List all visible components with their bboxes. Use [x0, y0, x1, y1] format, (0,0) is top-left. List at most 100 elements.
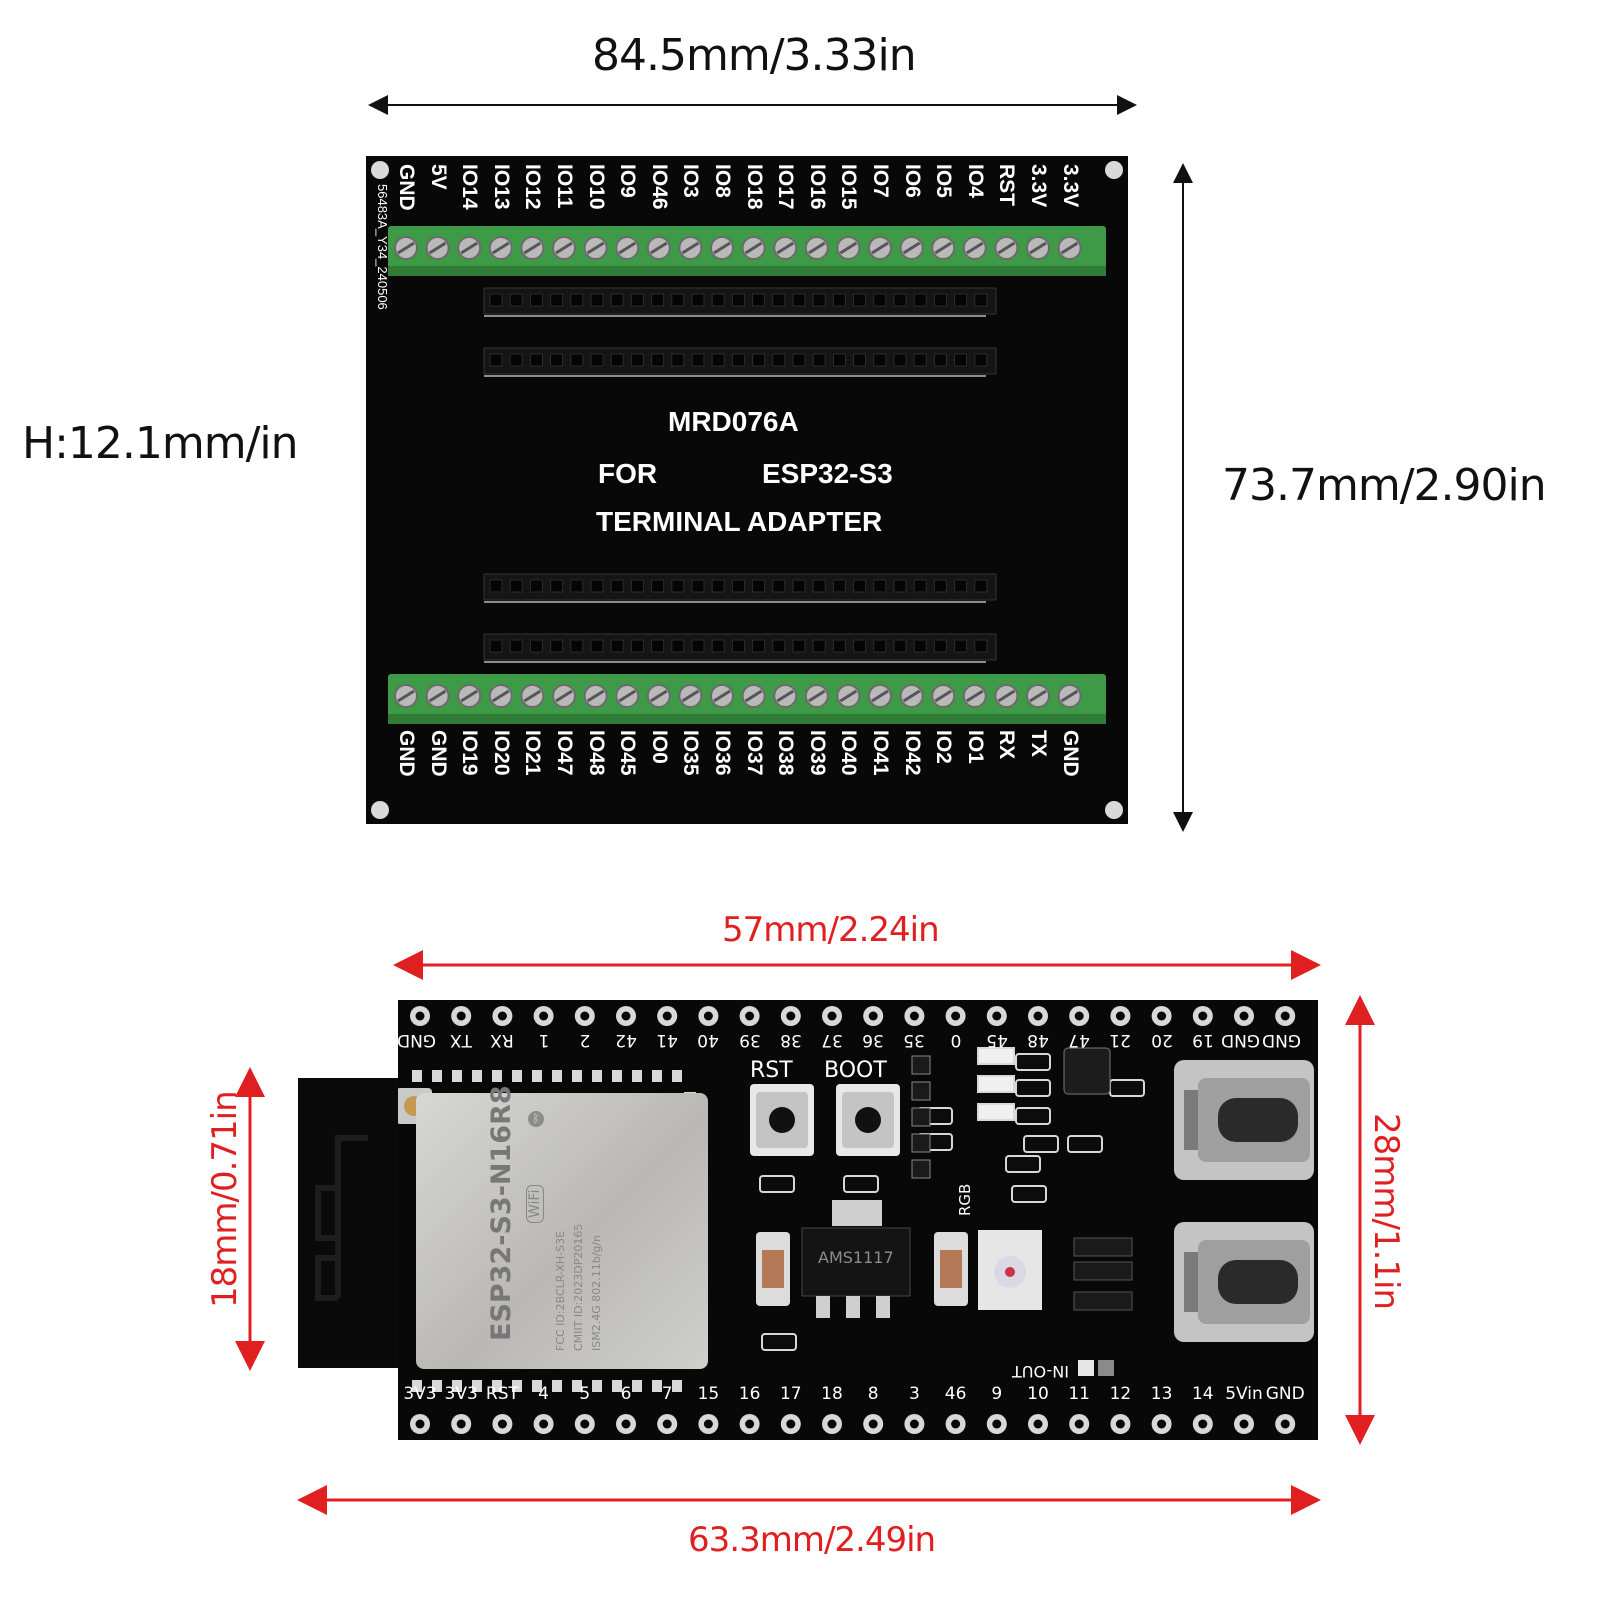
adapter-bottom-pin-label: IO41	[869, 730, 892, 776]
module-pad	[452, 1380, 462, 1392]
module-bottom-pin-label: 12	[1109, 1384, 1132, 1404]
header-socket	[630, 579, 644, 593]
screw-slot	[681, 241, 700, 255]
header-socket	[590, 293, 604, 307]
pin-hole-center	[868, 1011, 878, 1021]
rgb-led-die	[1005, 1267, 1015, 1277]
wifi-badge: WiFi	[526, 1184, 544, 1223]
header-socket	[853, 293, 867, 307]
screw-slot	[934, 689, 952, 703]
screw-slot	[744, 689, 763, 703]
header-socket	[933, 639, 947, 653]
adapter-graphics	[371, 161, 1123, 819]
pin-hole-center	[415, 1011, 425, 1021]
pin-hole-center	[1239, 1011, 1249, 1021]
pin-hole-center	[1157, 1419, 1167, 1429]
adapter-top-pin-label: IO4	[963, 164, 987, 198]
adapter-top-pin-label: 3.3V	[1027, 164, 1050, 208]
header-socket	[731, 353, 745, 367]
adapter-top-pin-label: IO9	[616, 164, 640, 198]
screw-slot	[744, 241, 763, 255]
pin-hole-center	[580, 1011, 590, 1021]
header-socket	[570, 293, 584, 307]
module-top-pin-label: 41	[656, 1030, 679, 1050]
module-bottom-pin-label: RST	[485, 1384, 519, 1404]
header-socket	[853, 639, 867, 653]
header-socket	[873, 293, 887, 307]
pin-hole-center	[786, 1011, 796, 1021]
adapter-bottom-pin-label: IO47	[553, 730, 576, 776]
mounting-hole	[1105, 161, 1123, 179]
smd-component	[1067, 1135, 1103, 1153]
module-pad	[512, 1380, 522, 1392]
regulator-body	[801, 1227, 911, 1297]
module-pad	[532, 1070, 542, 1082]
adapter-bottom-pin-label: IO2	[932, 730, 956, 764]
pin-hole-center	[951, 1011, 961, 1021]
mounting-hole	[1105, 801, 1123, 819]
jumper-pin	[911, 1055, 931, 1075]
module-bottom-pin-label: 4	[538, 1384, 549, 1404]
screw-slot	[523, 241, 542, 255]
header-socket	[792, 639, 806, 653]
status-led	[977, 1075, 1015, 1093]
header-socket	[913, 639, 927, 653]
smd-component	[1015, 1107, 1051, 1125]
mark-square	[1098, 1360, 1114, 1376]
screw-slot	[1029, 241, 1047, 255]
bluetooth-icon: ᛒ	[528, 1111, 544, 1127]
usb-c-port-top-pins	[1184, 1090, 1198, 1150]
header-socket	[772, 579, 786, 593]
module-bottom-pin-label: 3V3	[444, 1384, 478, 1404]
pin-hole-center	[745, 1419, 755, 1429]
module-top-pin-label: 40	[697, 1030, 720, 1050]
header-socket	[509, 579, 523, 593]
module-pin-width-label: 57mm/2.24in	[722, 910, 940, 950]
header-socket	[873, 639, 887, 653]
adapter-top-pin-label: IO5	[932, 164, 956, 198]
header-socket	[792, 579, 806, 593]
header-socket	[933, 353, 947, 367]
pin-hole-center	[909, 1419, 919, 1429]
module-bottom-pin-label: 3	[908, 1384, 920, 1404]
header-socket	[529, 353, 543, 367]
module-pad	[612, 1070, 622, 1082]
module-pad	[592, 1380, 602, 1392]
terminal-block-edge	[388, 266, 1106, 276]
pin-hole-center	[827, 1011, 837, 1021]
module-top-pin-label: 2	[579, 1030, 591, 1050]
module-top-pin-label: 38	[779, 1030, 802, 1050]
adapter-top-pin-label: IO13	[489, 164, 513, 210]
screw-slot	[681, 689, 700, 703]
header-socket	[610, 293, 624, 307]
header-socket	[731, 293, 745, 307]
pin-hole-center	[1074, 1419, 1084, 1429]
header-socket	[711, 579, 725, 593]
header-socket	[509, 639, 523, 653]
header-socket	[853, 353, 867, 367]
module-bottom-pin-label: 18	[821, 1384, 843, 1404]
capacitor-body	[940, 1250, 962, 1288]
module-bottom-pin-label: 16	[738, 1384, 761, 1404]
cmiit-id: CMIIT ID:2023DP20165	[572, 1223, 585, 1351]
capacitor-body	[762, 1250, 784, 1288]
adapter-bottom-pin-label: IO40	[837, 730, 861, 776]
adapter-top-pin-label: IO6	[900, 164, 924, 198]
screw-slot	[1060, 689, 1079, 703]
header-socket	[590, 639, 604, 653]
header-socket	[610, 639, 624, 653]
adapter-thickness-label: H:12.1mm/in	[22, 418, 299, 469]
header-socket	[812, 639, 826, 653]
module-pad	[612, 1380, 622, 1392]
module-top-pin-label: 0	[950, 1030, 962, 1050]
screw-slot	[713, 689, 731, 703]
adapter-top-pin-label: IO8	[711, 164, 734, 198]
module-bottom-pin-label: 7	[661, 1384, 673, 1404]
header-socket	[933, 293, 947, 307]
screw-slot	[428, 241, 447, 255]
header-socket	[752, 293, 766, 307]
header-socket	[630, 293, 644, 307]
header-socket	[954, 639, 968, 653]
smd-component	[1011, 1185, 1047, 1203]
module-pad	[412, 1070, 422, 1082]
